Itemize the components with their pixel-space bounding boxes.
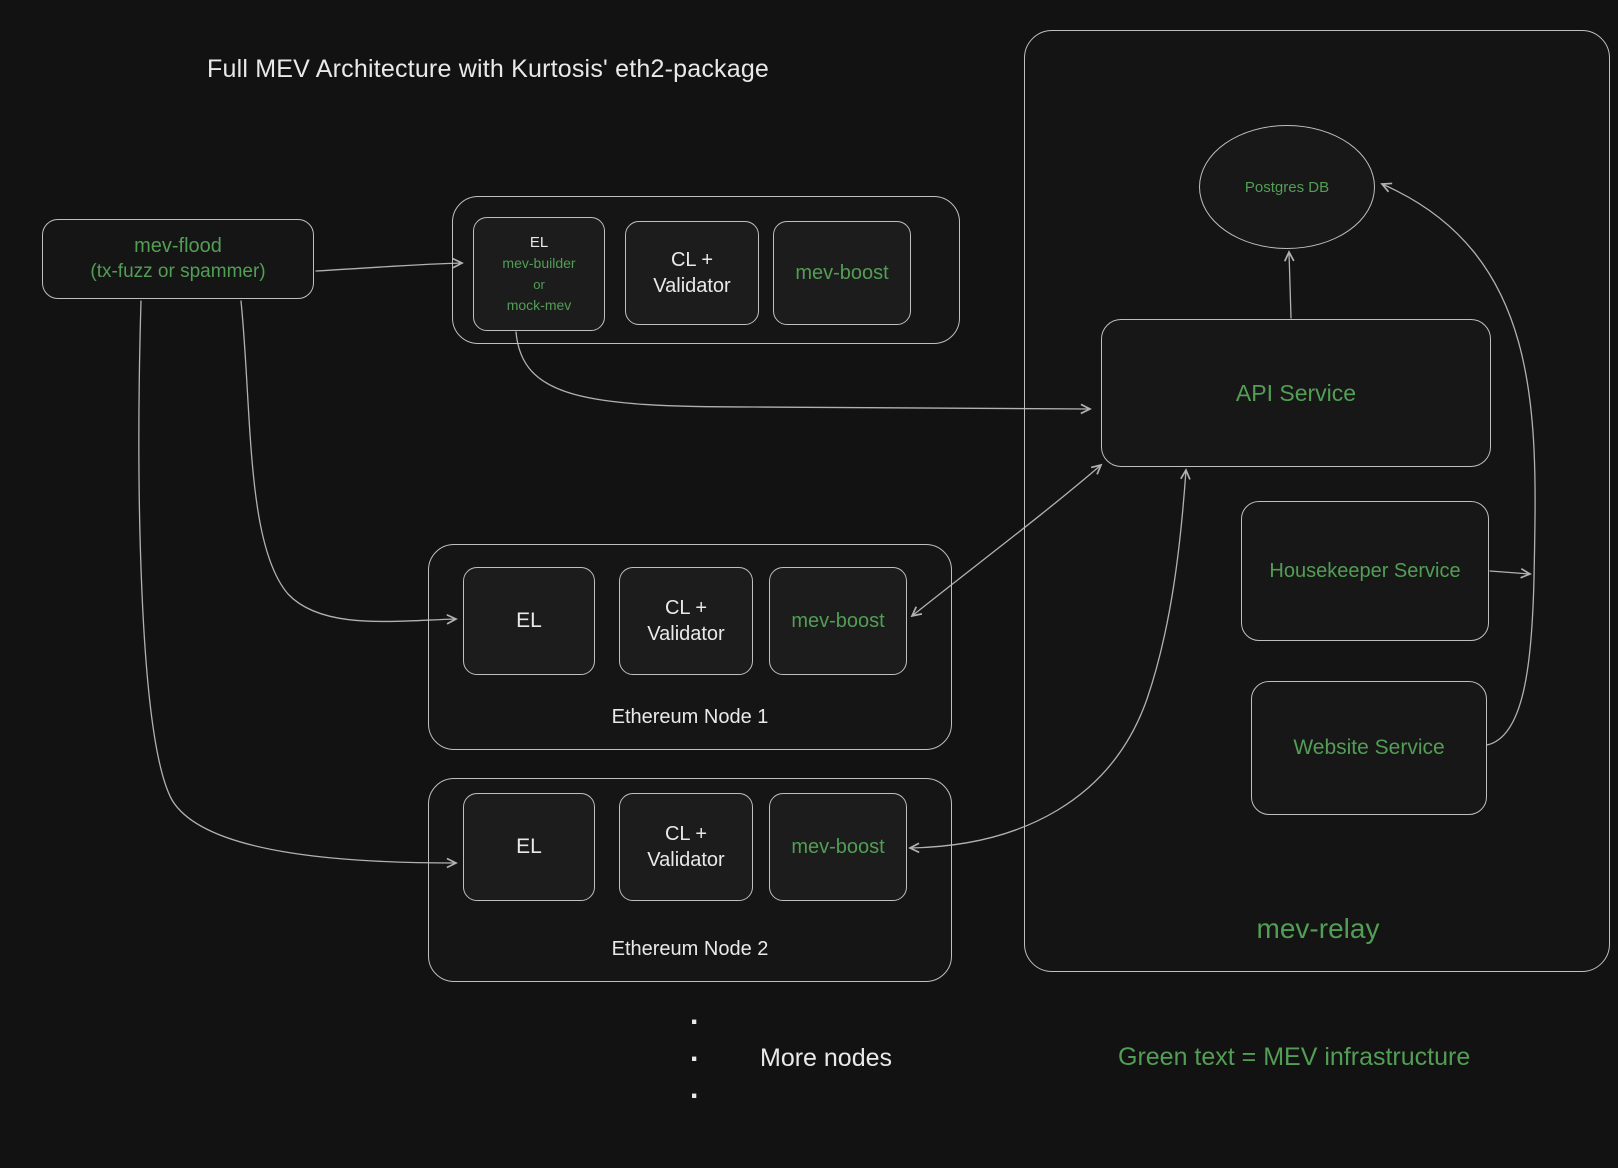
node2-cl-validator-box: CL + Validator: [619, 793, 753, 901]
builder-el-sub-2: or: [533, 277, 545, 292]
node1-cl-validator-box: CL + Validator: [619, 567, 753, 675]
node1-mev-boost-box: mev-boost: [769, 567, 907, 675]
builder-el-box: EL mev-builder or mock-mev: [473, 217, 605, 331]
ellipsis-dot: .: [690, 1072, 699, 1105]
ethereum-node-1-group: EL CL + Validator mev-boost Ethereum Nod…: [428, 544, 952, 750]
postgres-db-node: Postgres DB: [1199, 125, 1375, 249]
website-service-box: Website Service: [1251, 681, 1487, 815]
ellipsis-dot: .: [690, 998, 699, 1031]
green-text-legend: Green text = MEV infrastructure: [1118, 1043, 1471, 1071]
api-service-box: API Service: [1101, 319, 1491, 467]
mev-flood-node: mev-flood (tx-fuzz or spammer): [42, 219, 314, 299]
builder-cl-line2: Validator: [653, 275, 731, 297]
mev-relay-caption: mev-relay: [1256, 913, 1380, 944]
builder-cl-line1: CL +: [670, 249, 714, 271]
mev-relay-container: Postgres DB API Service Housekeeper Serv…: [1024, 30, 1610, 972]
builder-cl-validator-box: CL + Validator: [625, 221, 759, 325]
node2-cl-line2: Validator: [647, 849, 725, 871]
ethereum-node-2-group: EL CL + Validator mev-boost Ethereum Nod…: [428, 778, 952, 982]
node1-mev-boost-label: mev-boost: [791, 609, 885, 632]
builder-el-sub-1: mev-builder: [502, 255, 576, 271]
diagram-title: Full MEV Architecture with Kurtosis' eth…: [207, 55, 770, 83]
arrow-mevflood-to-node2-el: [138, 300, 458, 869]
builder-mev-boost-label: mev-boost: [795, 261, 889, 284]
builder-el-label: EL: [529, 234, 549, 251]
arrow-mevflood-to-builder-el: [315, 257, 464, 272]
node2-el-label: EL: [516, 835, 542, 858]
node2-cl-line1: CL +: [664, 823, 708, 845]
node2-mev-boost-label: mev-boost: [791, 835, 885, 858]
node1-caption: Ethereum Node 1: [611, 706, 769, 728]
node1-cl-line2: Validator: [647, 623, 725, 645]
more-nodes-ellipsis: . . .: [690, 996, 698, 1107]
node2-el-box: EL: [463, 793, 595, 901]
mev-flood-sub: (tx-fuzz or spammer): [90, 261, 266, 282]
node2-caption: Ethereum Node 2: [611, 938, 769, 960]
node1-cl-line1: CL +: [664, 597, 708, 619]
api-service-label: API Service: [1235, 379, 1357, 406]
arrow-mevflood-to-node1-el: [240, 300, 458, 625]
housekeeper-service-label: Housekeeper Service: [1269, 559, 1461, 582]
mev-flood-name: mev-flood: [134, 235, 222, 257]
more-nodes-label: More nodes: [760, 1044, 893, 1072]
node2-mev-boost-box: mev-boost: [769, 793, 907, 901]
builder-mev-boost-box: mev-boost: [773, 221, 911, 325]
builder-el-sub-3: mock-mev: [506, 297, 572, 313]
housekeeper-service-box: Housekeeper Service: [1241, 501, 1489, 641]
node1-el-label: EL: [516, 609, 542, 632]
postgres-db-label: Postgres DB: [1244, 178, 1330, 196]
ellipsis-dot: .: [690, 1035, 699, 1068]
node1-el-box: EL: [463, 567, 595, 675]
website-service-label: Website Service: [1293, 736, 1445, 759]
builder-node-group: EL mev-builder or mock-mev CL + Validato…: [452, 196, 960, 344]
